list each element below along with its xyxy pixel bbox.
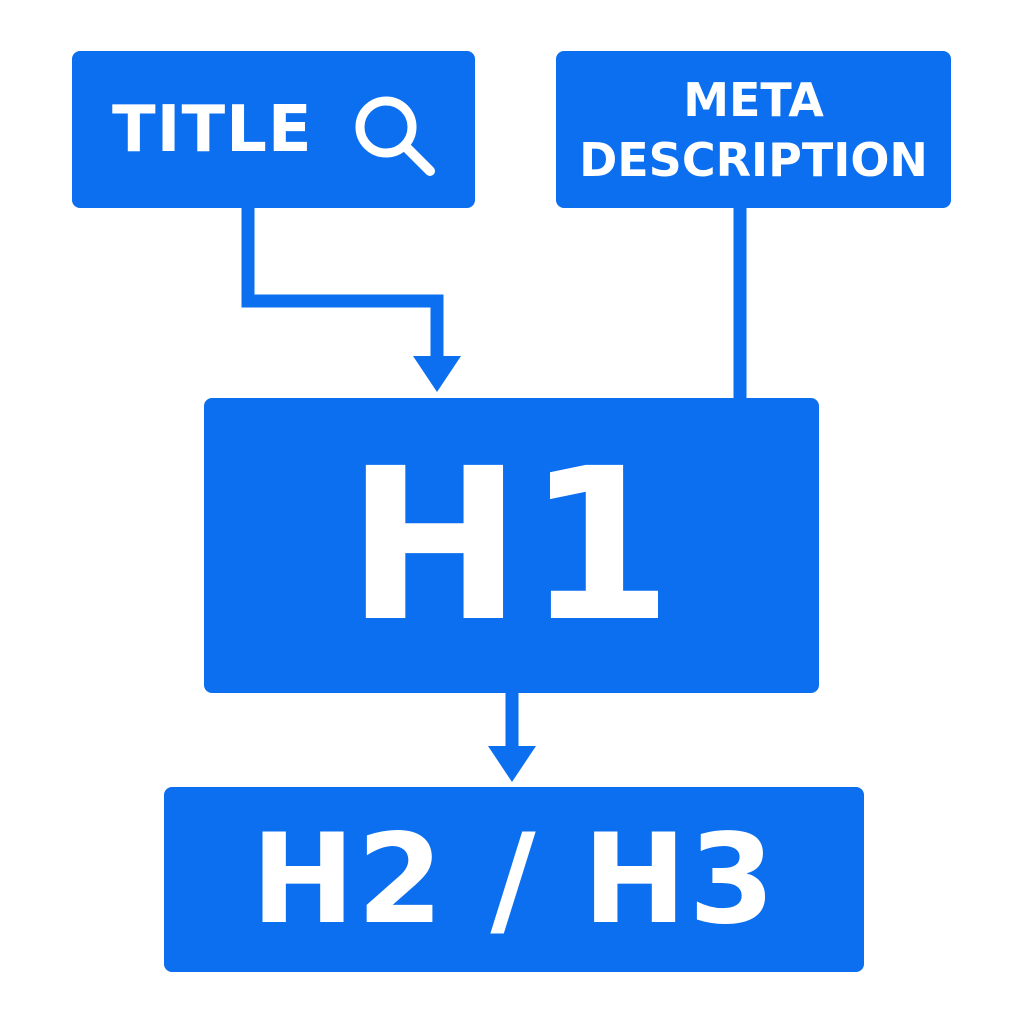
h1-to-h23-arrowhead <box>488 746 536 782</box>
meta-label-line1: META <box>683 72 824 127</box>
title-to-h1-arrowhead <box>413 356 461 392</box>
h2-h3-box: H2 / H3 <box>164 787 864 972</box>
search-icon <box>355 96 435 176</box>
h1-box: H1 <box>204 398 819 693</box>
meta-description-box: META DESCRIPTION <box>556 51 951 208</box>
title-to-h1-connector <box>241 200 444 362</box>
h1-label: H1 <box>346 423 677 668</box>
h2-h3-label: H2 / H3 <box>251 807 777 952</box>
title-box: TITLE <box>72 51 475 208</box>
meta-label-line2: DESCRIPTION <box>579 132 928 187</box>
title-label: TITLE <box>112 92 313 167</box>
